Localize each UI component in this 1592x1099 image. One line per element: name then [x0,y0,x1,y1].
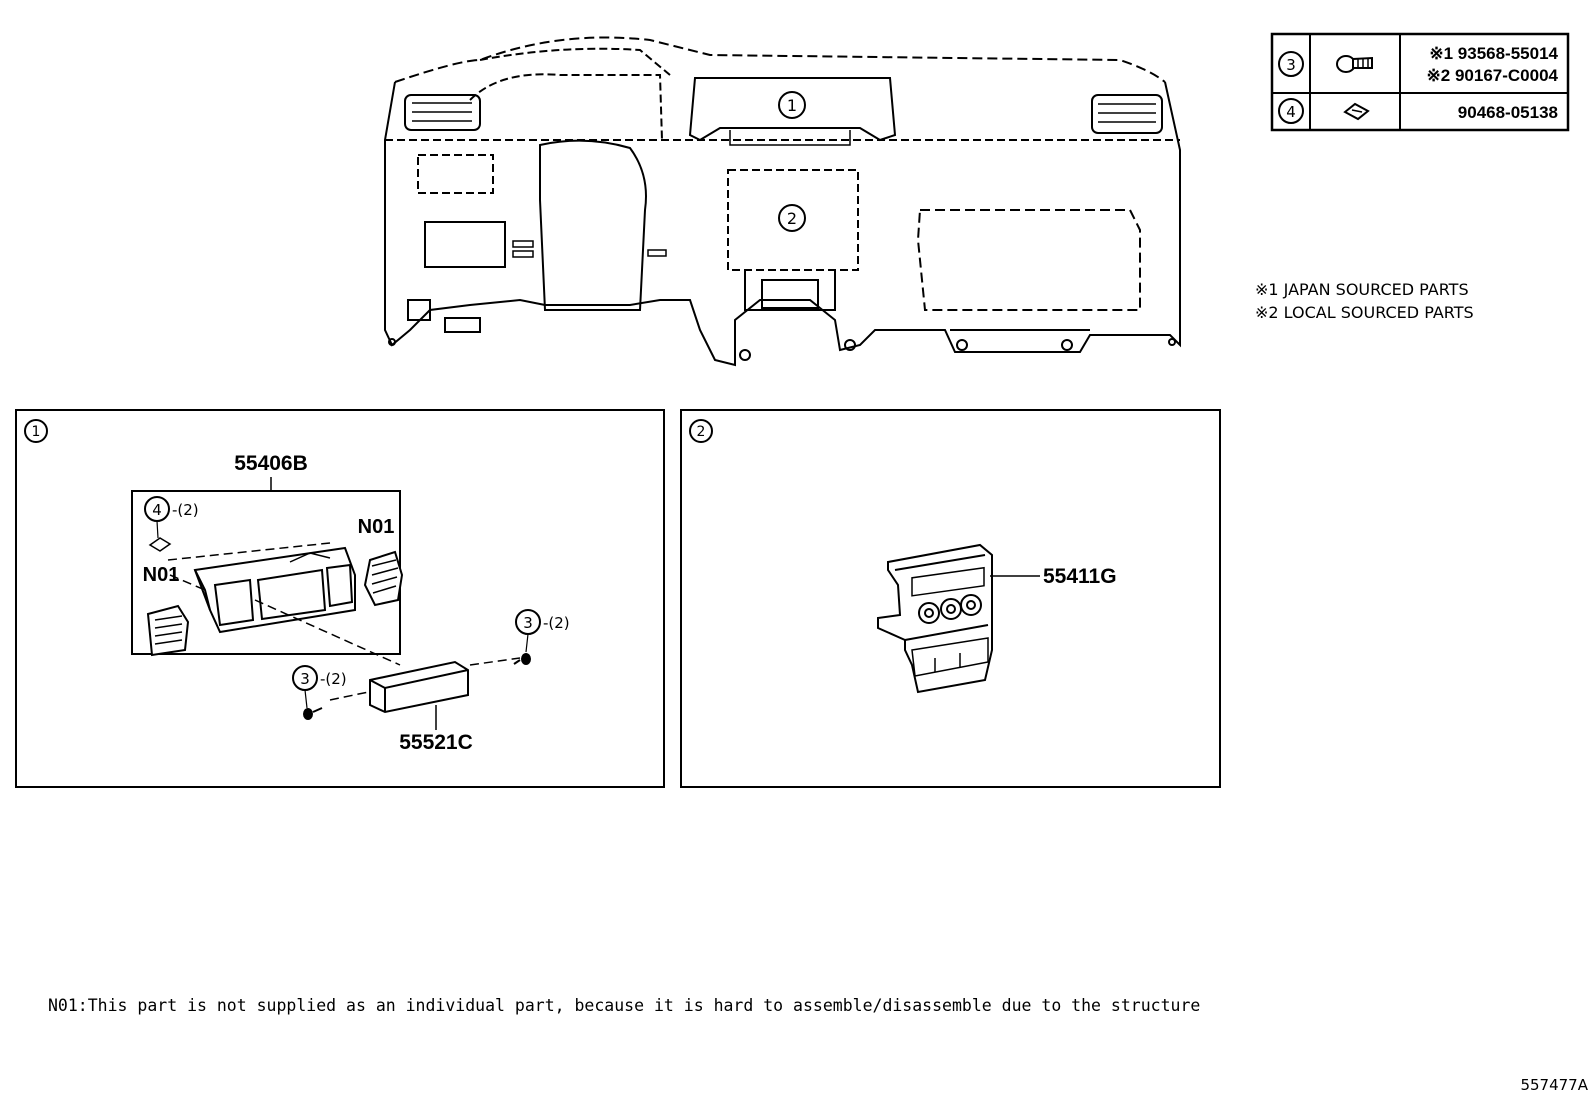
part-label-55521c: 55521C [399,731,473,754]
n01-label-right: N01 [358,516,395,538]
detail-panel-2: 2 55411G [680,409,1221,788]
footnote-n01: N01:This part is not supplied as an indi… [48,996,1200,1015]
svg-text:-(2): -(2) [320,670,347,688]
svg-text:2: 2 [697,424,706,440]
svg-text:1: 1 [32,424,41,440]
svg-text:-(2): -(2) [172,501,199,519]
svg-text:-(2): -(2) [543,614,570,632]
fastener-row-screw: 3 ※1 93568-55014 ※2 90167-C0004 [1278,44,1559,85]
svg-text:2: 2 [787,209,797,228]
dashboard-overview [384,36,1181,367]
clip-icon [1343,102,1370,121]
detail-panel-1: 1 55406B 4 -(2) N01 N01 [15,409,665,788]
fastener-table: 3 ※1 93568-55014 ※2 90167-C0004 4 90468-… [1270,32,1570,132]
svg-text:3: 3 [300,670,310,688]
screw-callout-left: 3 -(2) [292,665,347,720]
svg-text:4: 4 [1286,103,1296,121]
svg-text:4: 4 [152,501,162,519]
screw-callout-right: 3 -(2) [513,609,570,665]
screw-icon [1336,55,1373,73]
svg-text:※1 JAPAN SOURCED PARTS: ※1 JAPAN SOURCED PARTS [1255,280,1469,299]
svg-text:3: 3 [1286,56,1296,74]
part-label-55406b: 55406B [234,452,308,475]
part-label-55411g: 55411G [1043,565,1117,588]
dashboard-callout-2: 2 [778,204,806,232]
drawing-number: 557477A [1520,1076,1588,1094]
fastener-row-clip: 4 90468-05138 [1278,98,1558,124]
n01-label-left: N01 [143,564,180,586]
bezel-drawing [146,546,404,657]
center-panel-drawing [877,543,993,694]
svg-text:※2 LOCAL SOURCED PARTS: ※2 LOCAL SOURCED PARTS [1255,303,1474,322]
clip-callout: 4 -(2) [144,496,199,552]
dashboard-callout-1: 1 [778,91,806,119]
svg-text:※1 93568-55014: ※1 93568-55014 [1429,44,1558,63]
svg-text:90468-05138: 90468-05138 [1458,103,1558,122]
svg-text:※2 90167-C0004: ※2 90167-C0004 [1427,66,1559,85]
sourcing-legend: ※1 JAPAN SOURCED PARTS ※2 LOCAL SOURCED … [1255,280,1474,322]
svg-text:1: 1 [787,96,797,115]
svg-text:3: 3 [523,614,533,632]
pocket-box-drawing [369,660,469,714]
